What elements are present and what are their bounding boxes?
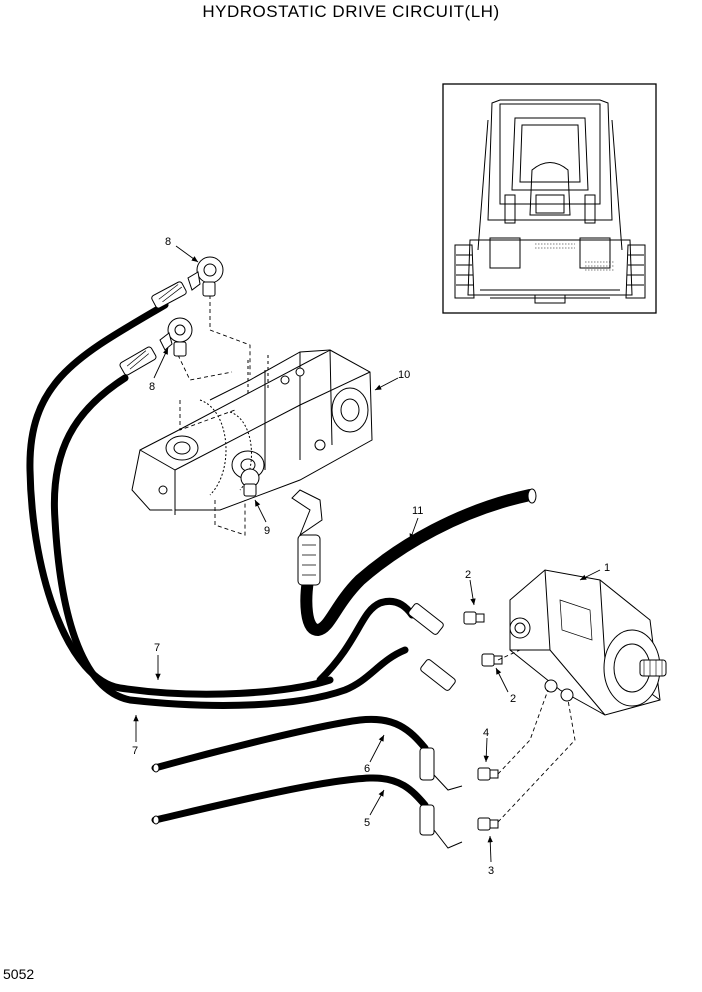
hydrostatic-pump-10 xyxy=(131,349,373,515)
callout-3: 3 xyxy=(488,865,494,877)
hose-7-return xyxy=(316,597,416,684)
callout-5: 5 xyxy=(364,817,370,829)
hose-6 xyxy=(151,715,429,772)
callout-2-lower: 2 xyxy=(510,693,516,705)
fitting-3 xyxy=(477,817,499,831)
callout-7-upper: 7 xyxy=(154,642,160,654)
callout-2-upper: 2 xyxy=(465,569,471,581)
hoses xyxy=(26,301,536,824)
fitting-2-upper xyxy=(463,611,485,625)
callout-arrows xyxy=(133,245,601,863)
callout-1: 1 xyxy=(604,562,610,574)
fitting-4 xyxy=(477,767,499,781)
callout-8-upper: 8 xyxy=(165,236,171,248)
callout-8-lower: 8 xyxy=(149,381,155,393)
elbow-fitting-8-upper xyxy=(187,256,224,297)
page-title: HYDROSTATIC DRIVE CIRCUIT(LH) xyxy=(202,2,500,21)
hose-11 xyxy=(300,489,536,637)
fitting-9 xyxy=(240,468,260,497)
hose-5 xyxy=(151,774,429,824)
page-number: 5052 xyxy=(3,966,35,982)
callout-11: 11 xyxy=(412,505,423,517)
motor-leader-lines xyxy=(497,649,576,823)
callout-labels: 1 2 2 3 4 5 6 7 7 8 8 9 10 11 xyxy=(132,236,610,877)
pump-leader-lines xyxy=(177,295,251,536)
elbow-fitting-8-lower xyxy=(159,317,193,357)
callout-10: 10 xyxy=(398,369,410,381)
drive-motor-1 xyxy=(509,569,667,716)
hose-fittings xyxy=(119,281,537,849)
callout-4: 4 xyxy=(483,727,489,739)
callout-7-lower: 7 xyxy=(132,745,138,757)
callout-9: 9 xyxy=(264,525,270,537)
machine-inset xyxy=(442,83,657,314)
hose-7-inner xyxy=(50,374,409,709)
hose-7-outer xyxy=(26,301,334,698)
callout-6: 6 xyxy=(364,763,370,775)
